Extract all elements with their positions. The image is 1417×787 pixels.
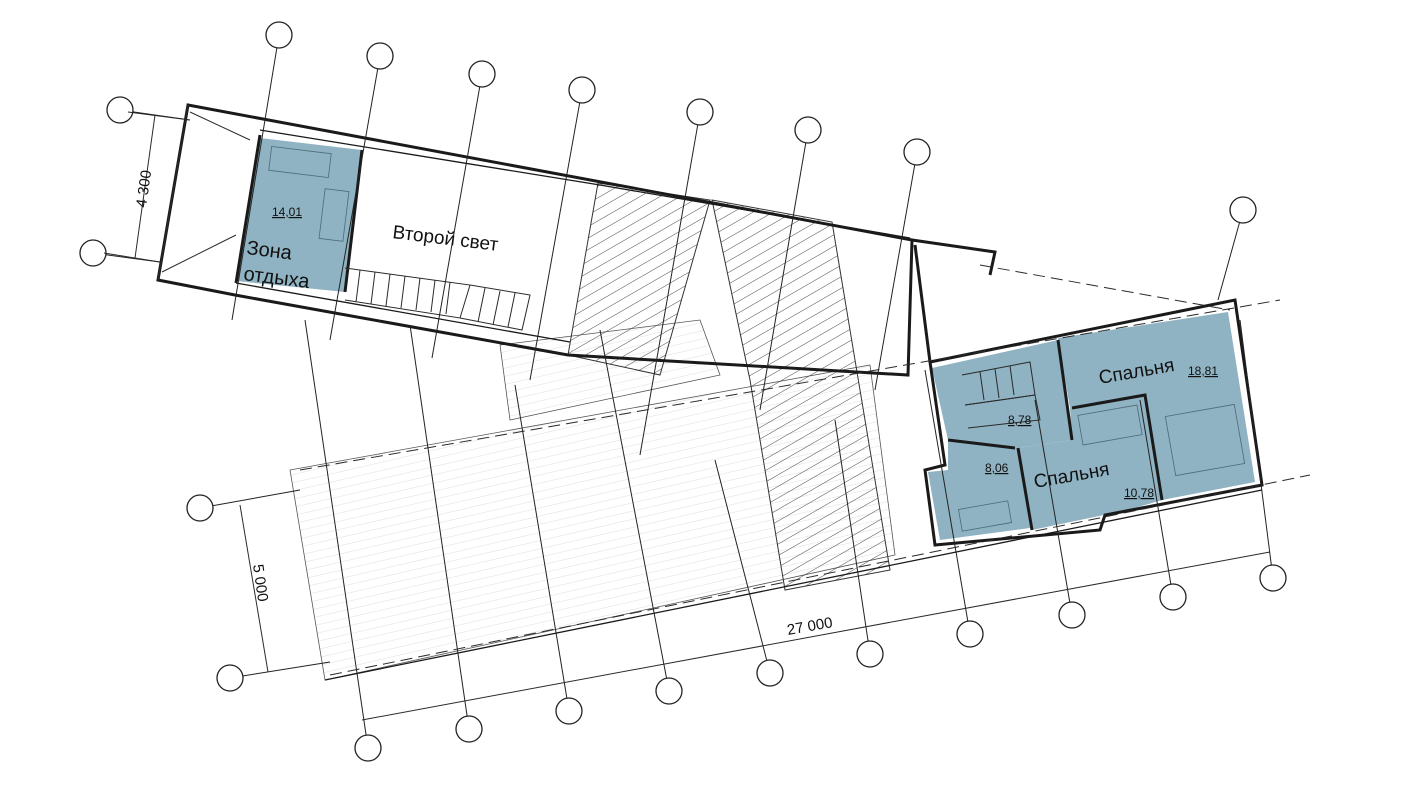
grid-axis-line [529, 89, 583, 381]
upper-inner-wall [259, 129, 911, 239]
grid-bubble [106, 96, 134, 124]
grid-axis-line [304, 319, 369, 749]
grid-bubble [366, 42, 394, 70]
terrace-bottom-edge [324, 489, 1263, 681]
entry-wall [234, 134, 262, 284]
ref-line-3 [979, 264, 1231, 311]
grid-bubble [568, 76, 596, 104]
grid-axis-line [199, 489, 301, 509]
lower-building-annex [911, 238, 997, 276]
grid-bubble [903, 138, 931, 166]
grid-bubble [555, 697, 583, 725]
grid-bubble [468, 60, 496, 88]
furniture [268, 145, 1246, 532]
grid-bubble [756, 659, 784, 687]
grid-axis-line [599, 329, 670, 692]
ref-line-2 [329, 474, 1311, 676]
grid-bubble [794, 116, 822, 144]
area-bathroom: 8,06 [985, 461, 1009, 475]
grid-bubble [1229, 196, 1257, 224]
entry-porch-diag-2 [161, 234, 237, 273]
area-lounge: 14,01 [272, 205, 302, 219]
wall-hall-bed1 [1056, 339, 1074, 441]
grid-bubble [1159, 583, 1187, 611]
grid-bubble [186, 494, 214, 522]
label-double-height: Второй свет [391, 222, 499, 256]
grid-bubble [956, 620, 984, 648]
grid-axis-line [1217, 209, 1244, 301]
dimension-left [103, 111, 191, 263]
grid-axis-line [874, 151, 918, 391]
grid-axis-line [924, 369, 971, 635]
grid-axis-line [1239, 319, 1274, 579]
grid-bubble [1058, 601, 1086, 629]
grid-axes [79, 21, 1287, 762]
lower-building-outline [923, 298, 1264, 547]
room-lounge-fill [236, 138, 362, 292]
grid-bubble [354, 734, 382, 762]
grid-bubble [686, 98, 714, 126]
grid-bubble [265, 21, 293, 49]
wall-hall-bath [947, 438, 1016, 450]
room-bedroom-1-fill [1058, 312, 1255, 500]
dimension-deck [239, 504, 269, 673]
dim-total-length: 27 000 [786, 614, 834, 639]
wall-bed1-bed2 [1071, 393, 1164, 501]
lower-building-annex-2 [913, 244, 932, 363]
grid-axis-line [329, 55, 381, 341]
entry-porch-diag-1 [189, 111, 251, 141]
room-bathroom-fill [928, 440, 1030, 540]
grid-axis-line [1034, 399, 1073, 616]
grid-axis-line [231, 34, 280, 321]
upper-inner-wall-bottom [235, 282, 571, 343]
stair-lower [961, 361, 1041, 429]
stair-upper [344, 267, 531, 331]
room-hall-fill [932, 340, 1072, 448]
ref-line-1 [299, 299, 1281, 471]
grid-axis-line [834, 419, 871, 655]
terrace-deck [289, 364, 896, 681]
grid-axis-line [431, 73, 483, 359]
grid-bubble [216, 664, 244, 692]
area-hall: 8,78 [1008, 413, 1032, 427]
grid-bubble [1259, 564, 1287, 592]
area-bedroom-1: 18,81 [1188, 364, 1218, 378]
grid-axis-line [714, 459, 771, 674]
grid-bubble [655, 677, 683, 705]
room-bedroom-2-fill [1018, 395, 1162, 530]
dim-width-left: 4 300 [133, 169, 155, 209]
grid-axis-line [639, 111, 701, 456]
grid-axis-line [759, 129, 809, 411]
area-bedroom-2: 10,78 [1124, 486, 1154, 500]
wall-bath-bed2 [1016, 447, 1034, 531]
grid-bubble [79, 239, 107, 267]
grid-axis-line [229, 661, 331, 679]
dim-deck-width: 5 000 [249, 563, 271, 603]
dimension-total [361, 551, 1271, 721]
grid-axis-line [409, 324, 470, 730]
grid-bubble [455, 715, 483, 743]
entry-porch [157, 104, 189, 281]
grid-axis-line [1139, 399, 1174, 598]
grid-axis-line [514, 384, 570, 712]
grid-bubble [856, 640, 884, 668]
